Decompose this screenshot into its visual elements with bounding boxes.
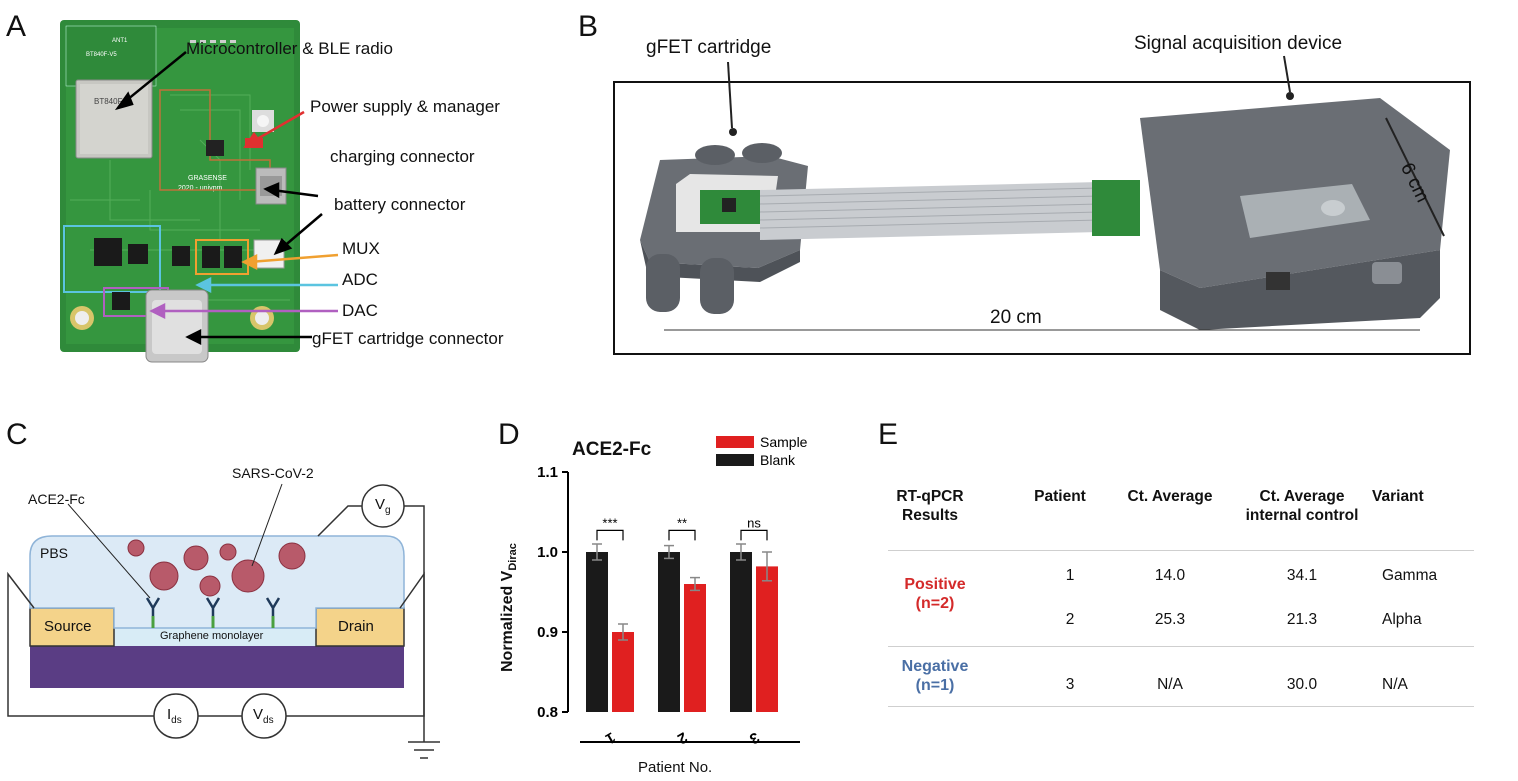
bar-sample [612,632,634,712]
table-rule-bottom [888,706,1474,707]
label-battery-connector: battery connector [334,195,466,214]
cell-patient: 1 [1065,567,1075,584]
ids-subscript: ds [171,715,182,726]
panel-label-d: D [498,418,520,451]
y-tick-label: 0.8 [537,704,558,721]
y-tick-label: 1.0 [537,544,558,561]
significance-bracket [668,529,696,541]
label-dac: DAC [342,301,378,320]
label-pbs: PBS [40,545,69,561]
ids-meter [153,693,199,739]
col-header-results: RT-qPCR Results [896,488,964,524]
label-signal-device: Signal acquisition device [1134,33,1343,54]
label-ace2fc: ACE2-Fc [28,491,85,507]
cell-patient: 3 [1065,676,1075,693]
panel-label-e: E [878,418,899,451]
virus-particles [127,539,306,597]
significance-label: ** [677,515,687,530]
label-graphene: Graphene monolayer [160,630,264,642]
x-tick-label: 1 [602,728,618,747]
label-ids: Ids [167,707,182,726]
chart-ylabel-text: Normalized V [499,570,516,672]
module-sub-text: BT840F-V5 [86,52,117,58]
label-length: 20 cm [990,307,1042,328]
cell-ct-ic: 30.0 [1286,676,1318,693]
vg-symbol: V [375,496,386,513]
cell-ct: 14.0 [1154,567,1186,584]
vds-subscript: ds [263,715,274,726]
label-vg: Vg [375,497,391,516]
y-tick-label: 1.1 [537,464,558,481]
legend-label: Blank [760,452,796,468]
chart-ylabel: Normalized VDirac [499,543,520,672]
panel-label-a: A [6,10,27,43]
group-negative-label: Negative [901,658,969,675]
col-header-ct-ic: Ct. Average internal control [1245,488,1359,524]
board-year-text: 2020 - univpm [178,185,223,192]
label-drain: Drain [338,618,374,635]
significance-label: *** [602,515,617,530]
legend-label: Sample [760,434,808,450]
significance-label: ns [747,515,761,530]
table-rule-mid [888,646,1474,647]
bar-blank [586,552,608,712]
x-tick-label: 3 [746,728,762,747]
group-negative-count: (n=1) [915,677,955,695]
bar-blank [730,552,752,712]
label-gfet-connector: gFET cartridge connector [312,329,504,348]
label-charging-connector: charging connector [330,147,475,166]
cell-ct: N/A [1157,676,1183,693]
panel-label-b: B [578,10,599,43]
group-positive-count: (n=2) [915,595,955,613]
y-tick-label: 0.9 [537,624,558,641]
label-source: Source [44,618,92,635]
significance-bracket [740,529,768,541]
legend-swatch [716,454,754,466]
board-name-text: GRASENSE [188,175,227,182]
chart-xlabel: Patient No. [638,759,713,776]
group-positive: Positive (n=2) [880,575,990,613]
cell-ct-ic: 21.3 [1286,611,1318,628]
bar-blank [658,552,680,712]
col-header-ct: Ct. Average [1127,488,1213,505]
vds-meter [241,693,287,739]
chart-ylabel-sub: Dirac [507,543,520,571]
label-mux: MUX [342,239,380,258]
bar-sample [756,566,778,712]
label-adc: ADC [342,270,378,289]
col-header-variant: Variant [1372,488,1424,505]
label-vds: Vds [253,707,274,726]
label-sars-cov-2: SARS-CoV-2 [232,465,314,481]
cell-variant: Gamma [1382,567,1438,584]
bar-sample [684,584,706,712]
module-top-text: ANT1 [112,38,128,44]
group-positive-label: Positive [904,576,966,593]
table-rule-top [888,550,1474,551]
legend-swatch [716,436,754,448]
panel-label-c: C [6,418,28,451]
significance-bracket [596,529,624,541]
vg-meter [361,484,405,528]
label-power-supply: Power supply & manager [310,97,500,116]
x-tick-label: 2 [674,728,690,747]
cell-ct-ic: 34.1 [1286,567,1318,584]
vds-symbol: V [253,706,264,723]
cell-patient: 2 [1065,611,1075,628]
label-gfet-cartridge: gFET cartridge [646,37,772,58]
label-microcontroller: Microcontroller & BLE radio [186,39,393,58]
cell-variant: Alpha [1382,611,1422,628]
chart-title: ACE2-Fc [572,439,652,460]
module-text: BT840F [94,97,123,106]
ids-symbol: I [167,706,172,723]
group-negative: Negative (n=1) [880,657,990,695]
cell-ct: 25.3 [1154,611,1186,628]
vg-subscript: g [385,505,391,516]
cell-variant: N/A [1382,676,1408,693]
col-header-patient: Patient [1034,488,1086,505]
